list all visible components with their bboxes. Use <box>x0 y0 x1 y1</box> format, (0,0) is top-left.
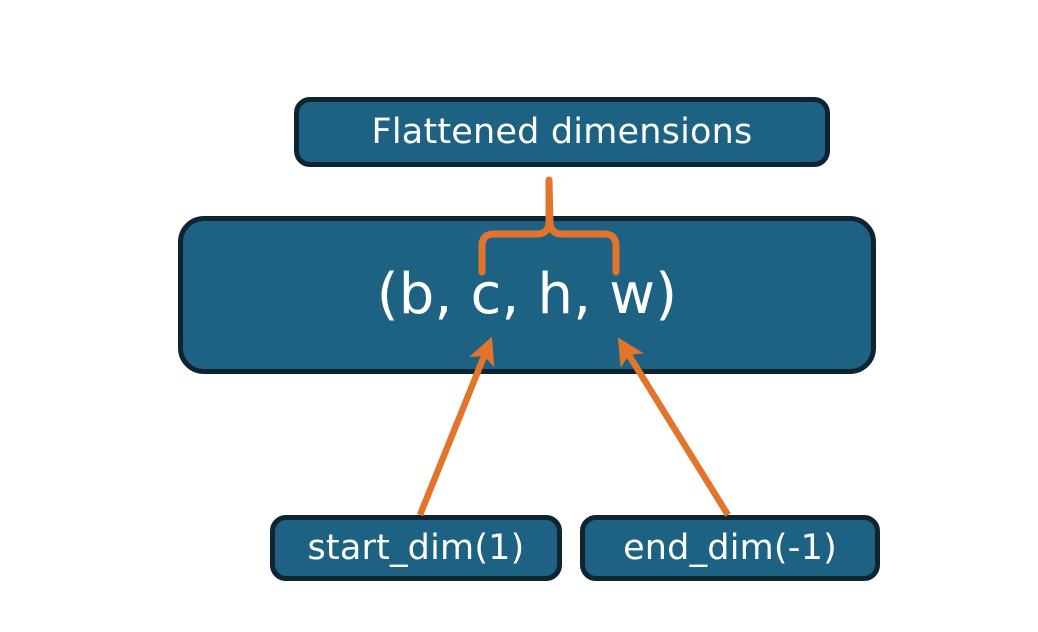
end-dim-label: end_dim(-1) <box>623 527 837 568</box>
end-dim-box: end_dim(-1) <box>580 515 880 581</box>
flattened-dimensions-box: Flattened dimensions <box>294 97 830 167</box>
tensor-shape-label: (b, c, h, w) <box>376 262 678 327</box>
flattened-dimensions-label: Flattened dimensions <box>371 111 753 152</box>
start-dim-box: start_dim(1) <box>270 515 562 581</box>
tensor-shape-box: (b, c, h, w) <box>178 216 876 374</box>
start-dim-label: start_dim(1) <box>307 527 525 568</box>
